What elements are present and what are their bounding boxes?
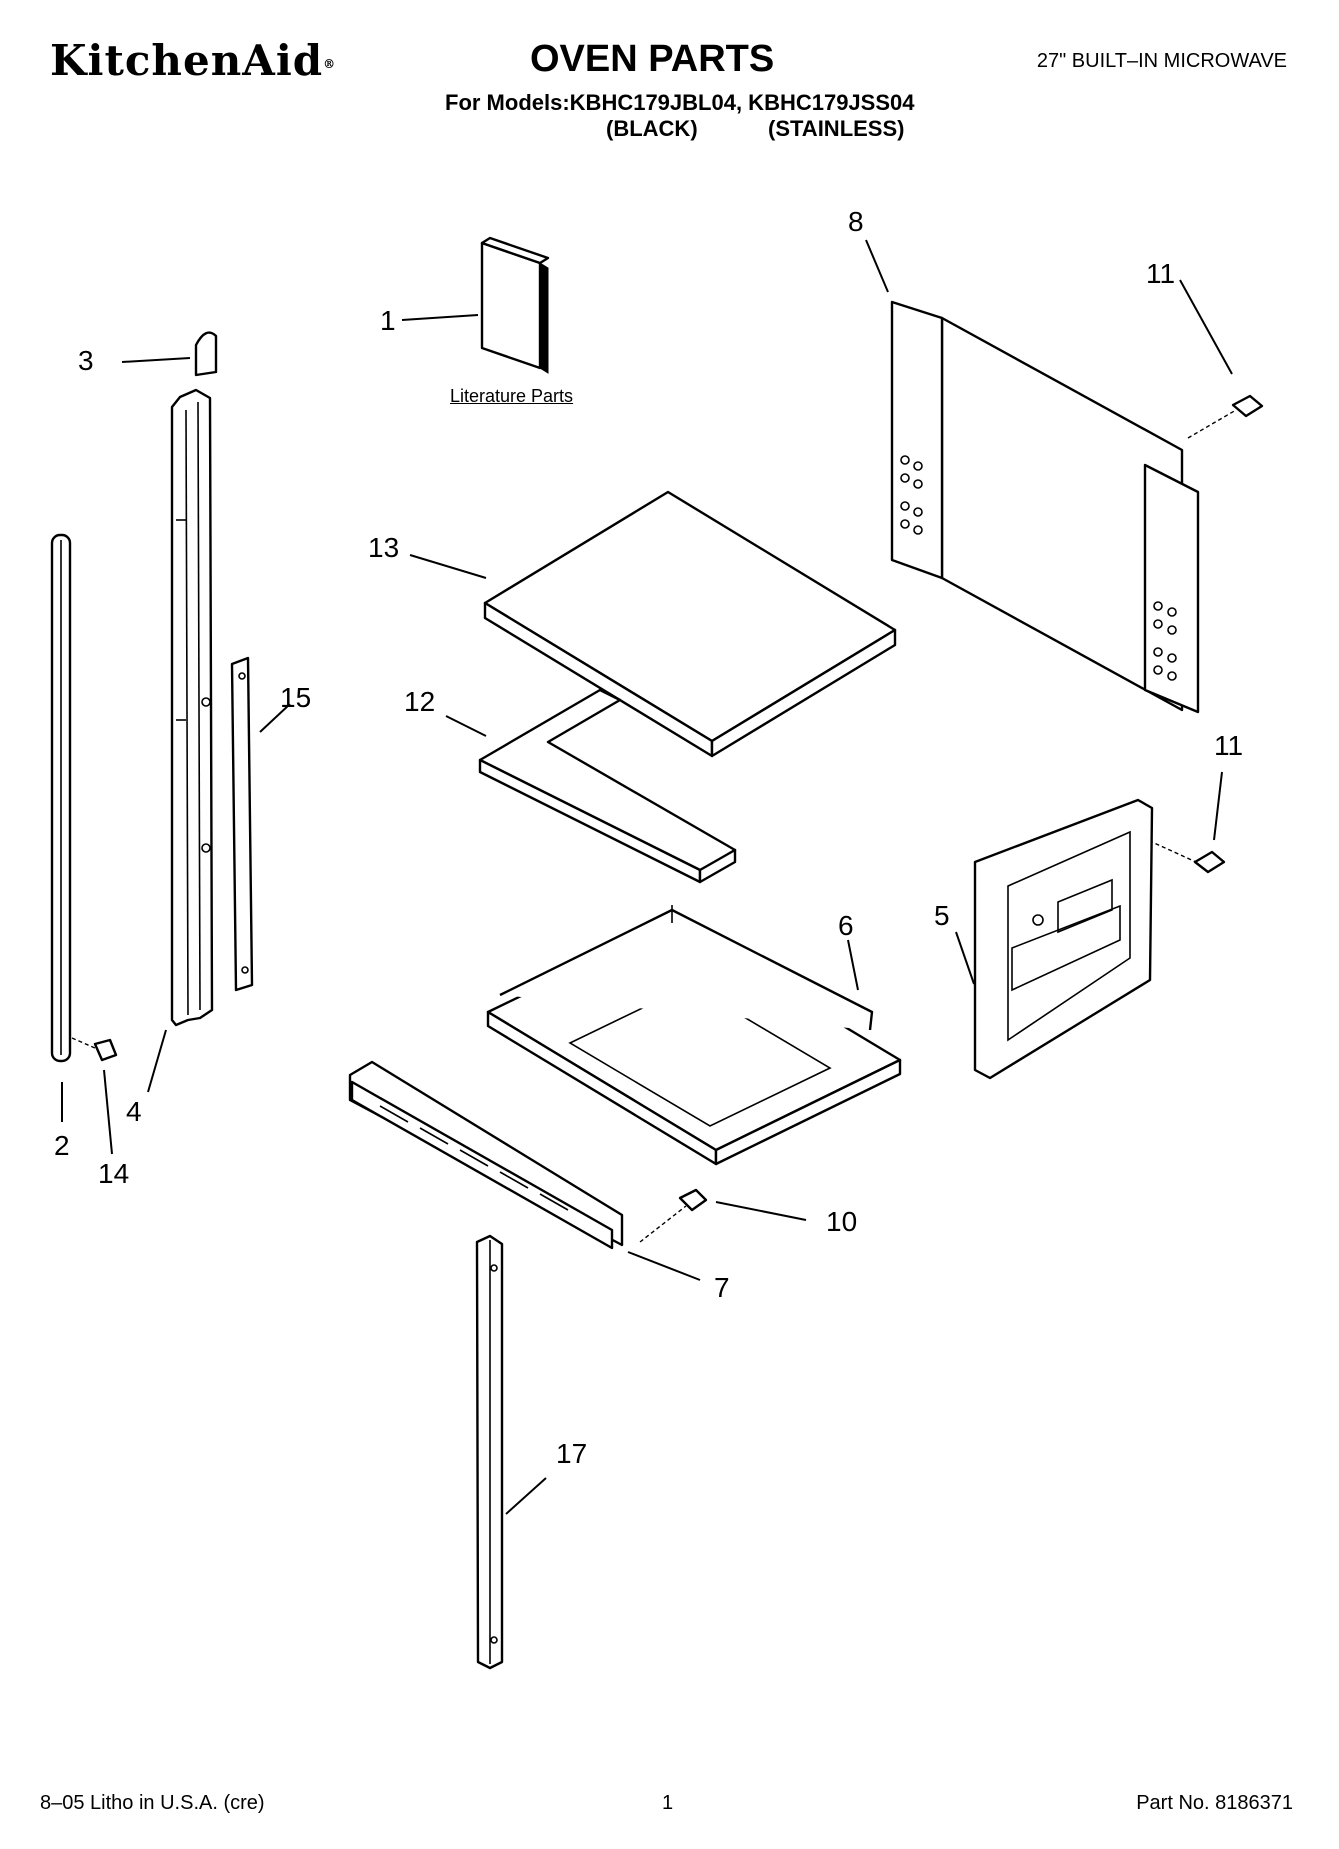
part-14-screw bbox=[71, 1037, 118, 1062]
part-12-l-seal bbox=[478, 688, 737, 884]
part-2-trim-rod bbox=[50, 533, 72, 1063]
literature-parts-label: Literature Parts bbox=[450, 386, 574, 406]
part-8-side-shield bbox=[890, 300, 1200, 714]
part-number: Part No. 8186371 bbox=[1136, 1792, 1293, 1814]
part-3-cap bbox=[194, 331, 218, 377]
part-6-tray bbox=[486, 905, 902, 1166]
callout-13: 13 bbox=[368, 532, 400, 563]
callout-11-lower: 11 bbox=[1214, 730, 1244, 761]
callout-10: 10 bbox=[826, 1206, 858, 1237]
variant-black: (BLACK) bbox=[606, 116, 698, 141]
kitchenaid-logo: KitchenAid® bbox=[50, 36, 336, 85]
callout-6: 6 bbox=[838, 910, 854, 941]
callout-1: 1 bbox=[380, 305, 396, 336]
page-number: 1 bbox=[662, 1792, 674, 1814]
part-13-panel bbox=[483, 490, 897, 758]
part-4-side-channel bbox=[170, 388, 214, 1027]
callout-2: 2 bbox=[54, 1130, 70, 1161]
callout-5: 5 bbox=[934, 900, 950, 931]
callout-leaders bbox=[61, 239, 1233, 1515]
callout-15: 15 bbox=[280, 682, 312, 713]
part-11-screw-upper bbox=[1187, 394, 1264, 439]
part-1-literature bbox=[480, 236, 550, 374]
part-7-vent-trim bbox=[348, 1060, 624, 1250]
part-5-back-panel bbox=[973, 798, 1154, 1080]
models-line: For Models:KBHC179JBL04, KBHC179JSS04 bbox=[445, 90, 915, 115]
callout-11-upper: 11 bbox=[1146, 258, 1176, 289]
callout-3: 3 bbox=[78, 345, 94, 376]
callout-8: 8 bbox=[848, 206, 864, 237]
product-subtitle: 27" BUILT–IN MICROWAVE bbox=[1036, 50, 1287, 72]
part-15-vertical-strip bbox=[230, 656, 254, 992]
callout-17: 17 bbox=[556, 1438, 588, 1469]
page-title: OVEN PARTS bbox=[530, 38, 775, 80]
registered-mark: ® bbox=[323, 57, 337, 71]
vent-holes-right bbox=[1153, 601, 1177, 681]
part-11-screw-lower bbox=[1129, 831, 1226, 874]
callout-14: 14 bbox=[98, 1158, 130, 1189]
brand-name: KitchenAid bbox=[50, 36, 324, 85]
vent-holes-left bbox=[900, 455, 923, 535]
callout-12: 12 bbox=[404, 686, 436, 717]
part-17-long-strip bbox=[475, 1234, 504, 1670]
callout-7: 7 bbox=[714, 1272, 730, 1303]
callout-4: 4 bbox=[126, 1096, 142, 1127]
variant-stainless: (STAINLESS) bbox=[768, 116, 905, 141]
part-10-screw bbox=[639, 1188, 708, 1243]
litho-note: 8–05 Litho in U.S.A. (cre) bbox=[40, 1792, 265, 1814]
